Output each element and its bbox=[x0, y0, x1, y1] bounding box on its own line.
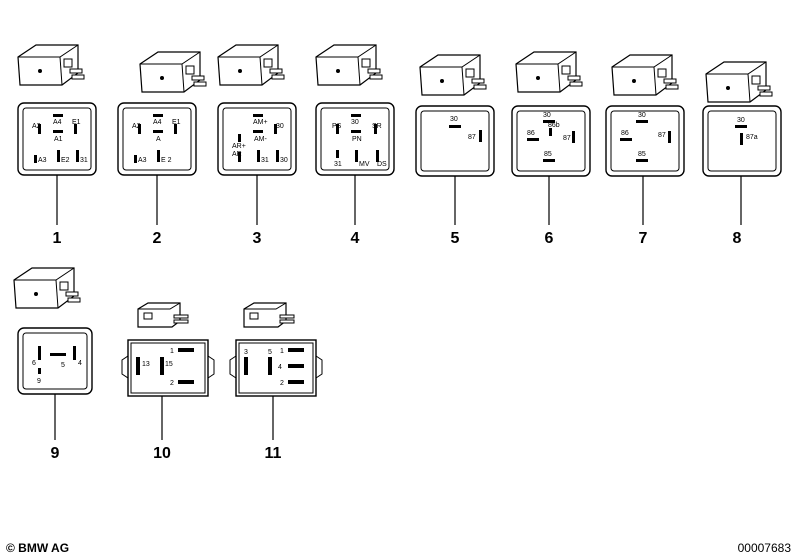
relay-9: 6 5 4 9 9 bbox=[13, 267, 93, 462]
pin-label: A1 bbox=[54, 136, 63, 143]
relay-3: AM+ 30 AM- AR+ AR 31 30 3 bbox=[217, 44, 297, 247]
pin-label: 6 bbox=[32, 360, 36, 367]
pin-label: 2 bbox=[170, 380, 174, 387]
pin-label: 30 bbox=[638, 112, 646, 119]
pin-label: E1 bbox=[72, 119, 81, 126]
relay-4: PS 30 SR PN 31 MV DS 4 bbox=[315, 44, 395, 247]
pin-label: 5 bbox=[268, 349, 272, 356]
relay-6: 30 86b 86 87 85 6 bbox=[511, 51, 591, 247]
pin-label: AM+ bbox=[253, 119, 268, 126]
pin-label: 5 bbox=[61, 362, 65, 369]
relay-2: A2 A4 E1 A A3 E 2 2 bbox=[117, 51, 207, 247]
relay-number: 7 bbox=[639, 230, 648, 247]
pin-label: 86 bbox=[621, 130, 629, 137]
relay-7: 30 86 87 85 7 bbox=[605, 54, 685, 247]
pin-label: A2 bbox=[132, 123, 141, 130]
pin-label: A bbox=[156, 136, 161, 143]
relay-number: 3 bbox=[253, 230, 262, 247]
pin-label: DS bbox=[377, 161, 387, 168]
pin-label: PN bbox=[352, 136, 362, 143]
pin-label: 87 bbox=[658, 132, 666, 139]
pin-label: A4 bbox=[153, 119, 162, 126]
pin-label: 1 bbox=[280, 348, 284, 355]
pin-label: 15 bbox=[165, 361, 173, 368]
pin-label: 31 bbox=[261, 157, 269, 164]
pin-label: 13 bbox=[142, 361, 150, 368]
relay-8: 30 87a 8 bbox=[702, 61, 782, 247]
pin-label: E2 bbox=[61, 157, 70, 164]
pin-label: 30 bbox=[351, 119, 359, 126]
pin-label: E1 bbox=[172, 119, 181, 126]
pin-label: PS bbox=[332, 123, 342, 130]
relay-number: 11 bbox=[265, 445, 282, 462]
pin-label: A3 bbox=[38, 157, 47, 164]
relay-number: 1 bbox=[53, 230, 62, 247]
pin-label: A4 bbox=[53, 119, 62, 126]
relay-number: 9 bbox=[51, 445, 60, 462]
relay-5: 30 87 5 bbox=[415, 54, 495, 247]
copyright-label: © BMW AG bbox=[6, 541, 70, 555]
pin-label: MV bbox=[359, 161, 370, 168]
relay-number: 8 bbox=[733, 230, 742, 247]
pin-label: 85 bbox=[638, 151, 646, 158]
pin-label: AR+ bbox=[232, 143, 246, 150]
pin-label: 30 bbox=[276, 123, 284, 130]
relay-10: 1 13 15 2 10 bbox=[121, 302, 215, 462]
relay-number: 10 bbox=[153, 445, 171, 462]
pin-label: 87a bbox=[746, 134, 758, 141]
pin-label: 3 bbox=[244, 349, 248, 356]
pin-label: AM- bbox=[254, 136, 268, 143]
pin-label: 30 bbox=[543, 112, 551, 119]
pin-label: 30 bbox=[737, 117, 745, 124]
pin-label: A3 bbox=[138, 157, 147, 164]
pin-label: 2 bbox=[280, 380, 284, 387]
pin-label: 87 bbox=[563, 135, 571, 142]
pin-label: 86 bbox=[527, 130, 535, 137]
pin-label: 9 bbox=[37, 378, 41, 385]
pin-label: 31 bbox=[80, 157, 88, 164]
relay-number: 4 bbox=[351, 230, 360, 247]
relay-number: 2 bbox=[153, 230, 162, 247]
pin-label: E 2 bbox=[161, 157, 172, 164]
relay-1: A2 A4 E1 A1 A3 E2 31 1 bbox=[17, 44, 97, 247]
pin-label: 30 bbox=[280, 157, 288, 164]
pin-label: 31 bbox=[334, 161, 342, 168]
relay-11: 3 5 1 4 2 11 bbox=[229, 302, 323, 462]
part-number-label: 00007683 bbox=[737, 541, 791, 555]
pin-label: 30 bbox=[450, 116, 458, 123]
pin-label: 4 bbox=[278, 364, 282, 371]
pin-label: 85 bbox=[544, 151, 552, 158]
relay-number: 5 bbox=[451, 230, 460, 247]
pin-label: AR bbox=[232, 151, 242, 158]
pin-label: 1 bbox=[170, 348, 174, 355]
relay-number: 6 bbox=[545, 230, 554, 247]
pin-label: SR bbox=[372, 123, 382, 130]
pin-label: 4 bbox=[78, 360, 82, 367]
pin-label: 86b bbox=[548, 122, 560, 129]
pin-label: A2 bbox=[32, 123, 41, 130]
pin-label: 87 bbox=[468, 134, 476, 141]
